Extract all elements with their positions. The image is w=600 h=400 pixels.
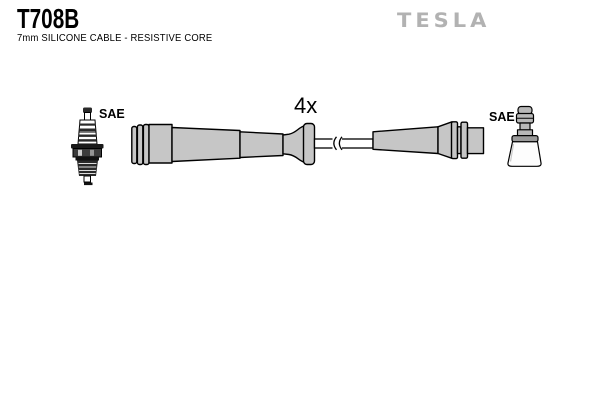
left-sae-label: SAE	[99, 107, 125, 121]
ignition-cable-icon	[131, 121, 485, 166]
part-number: T708B	[17, 3, 80, 34]
product-description: 7mm SILICONE CABLE - RESISTIVE CORE	[17, 32, 213, 44]
right-sae-label: SAE	[489, 110, 515, 124]
brand-logo: TESLA	[397, 9, 491, 32]
terminal-boot-icon	[507, 105, 542, 167]
quantity-label: 4x	[294, 93, 317, 118]
spark-plug-icon	[71, 107, 104, 186]
